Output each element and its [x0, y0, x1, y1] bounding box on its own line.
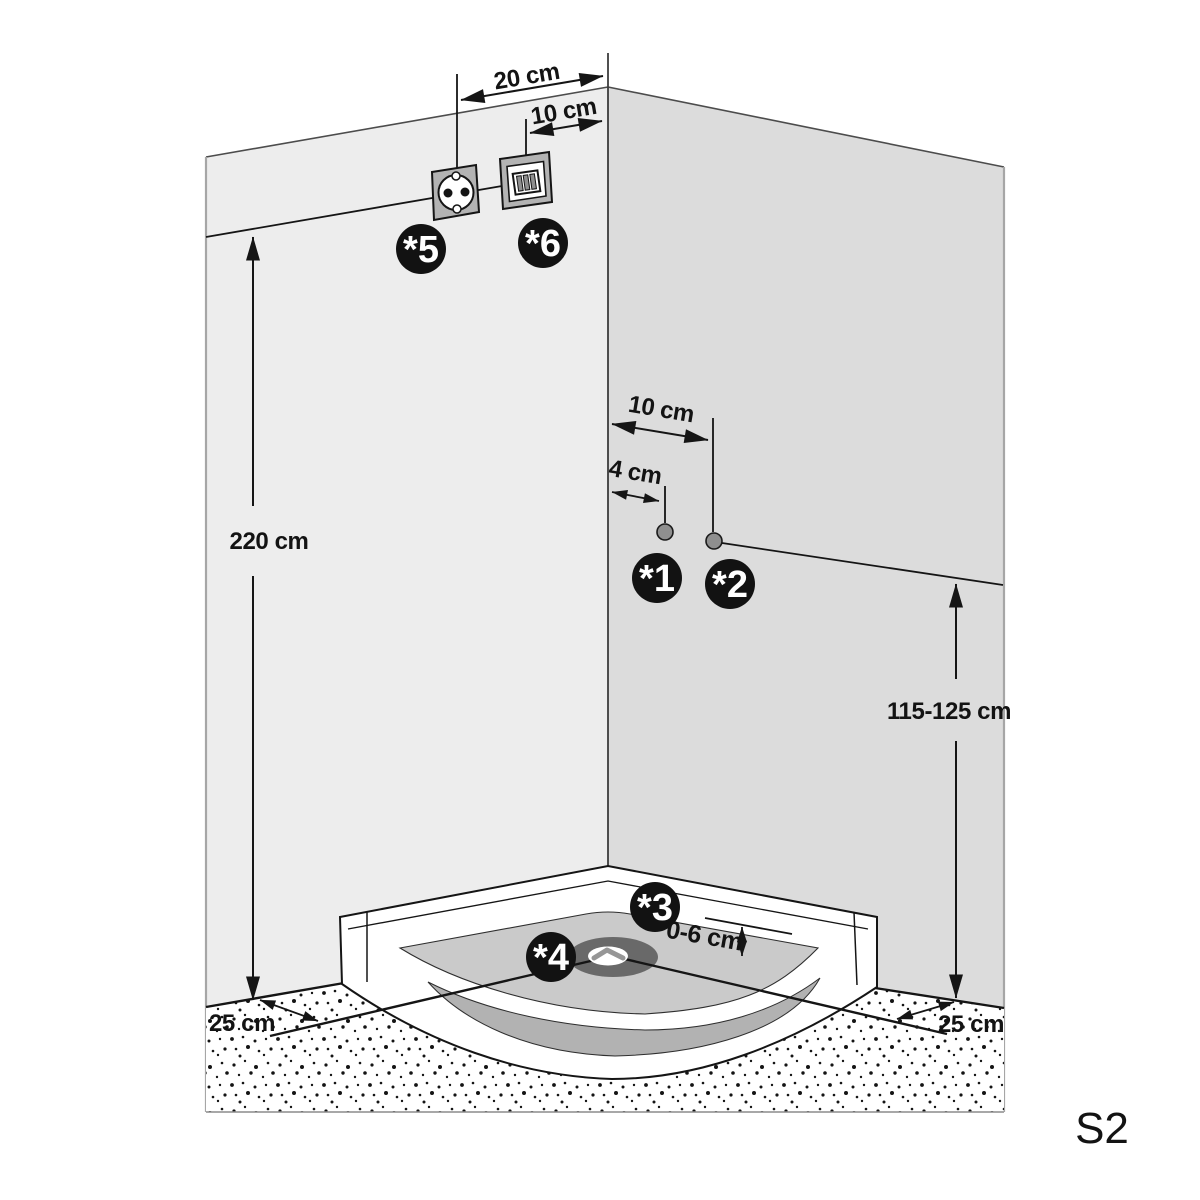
callout-4: *4: [526, 932, 576, 982]
drain-diagonal-right: [615, 955, 948, 1036]
callout-3-label: *3: [637, 887, 673, 929]
dim-20-arrow: [460, 73, 604, 103]
dim-10-top-arrow: [529, 117, 603, 137]
socket-earth-notch-bottom: [452, 204, 462, 214]
callout-6-label: *6: [525, 223, 561, 265]
socket-hole-left: [443, 188, 453, 198]
socket-earth-notch-top: [451, 171, 461, 181]
tray-right-face-edge: [853, 911, 858, 986]
right-wall: [608, 87, 1004, 1008]
dim-25-left-label: 25 cm: [209, 1010, 275, 1037]
dim-tray-adjust: [704, 917, 793, 957]
right-wall-top-edge: [607, 86, 1005, 168]
callout-2: *2: [705, 559, 755, 609]
right-wall-bottom-edge: [874, 986, 1005, 1010]
dim-20-label: 20 cm: [492, 58, 562, 96]
callout-6: *6: [518, 218, 568, 268]
drain-cap: [588, 946, 628, 966]
dim-4-arrow: [611, 489, 660, 504]
tray-basin-shadow: [427, 977, 821, 1057]
callout-5-label: *5: [403, 229, 439, 271]
callout-2-label: *2: [712, 564, 748, 606]
sheet-code: S2: [1075, 1104, 1129, 1153]
dim-25-right-label: 25 cm: [938, 1011, 1004, 1038]
dim-220-label: 220 cm: [230, 528, 309, 555]
left-wall-bottom-edge: [205, 981, 345, 1009]
callout-3: *3: [630, 882, 680, 932]
connector-dot-2: [705, 532, 723, 550]
callout-5: *5: [396, 224, 446, 274]
power-socket-icon: [430, 163, 481, 222]
flush-box-icon: [498, 150, 554, 211]
callout-1-label: *1: [639, 558, 675, 600]
shower-tray: [338, 864, 878, 1081]
dim-10-right-arrow: [611, 420, 709, 444]
connector-dot-1: [656, 523, 674, 541]
dim-115-125-label: 115-125 cm: [887, 698, 1011, 725]
callout-4-label: *4: [533, 937, 569, 979]
left-wall: [206, 87, 608, 1007]
dim-25-left-arrow: [259, 999, 319, 1022]
socket-hole-right: [460, 187, 470, 197]
callout-1: *1: [632, 553, 682, 603]
dim-25-right-arrow: [896, 1001, 955, 1020]
tray-upstand-line: [347, 880, 869, 930]
conn-height-line: [721, 542, 1004, 586]
